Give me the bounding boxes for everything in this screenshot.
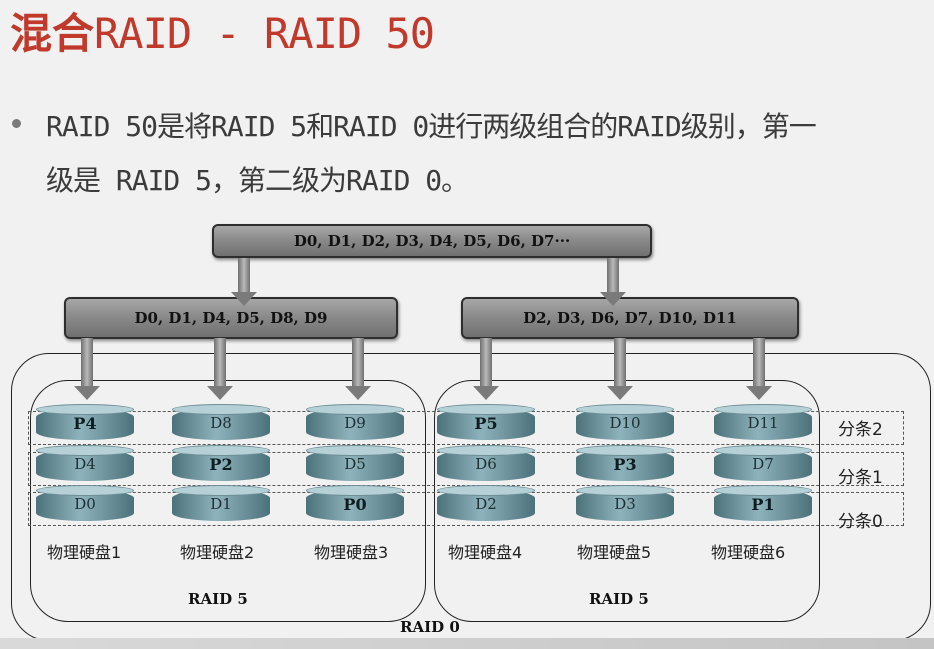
- disk-cell-label: P3: [613, 455, 637, 474]
- disk-cell-label: D7: [752, 455, 774, 473]
- arrow-to-disk-4: [473, 338, 499, 400]
- arrow-to-disk-6: [746, 338, 772, 400]
- stripe-0-label: 分条0: [838, 512, 883, 532]
- disk-cell-label: D8: [210, 414, 232, 432]
- disk-cell-label: D0: [74, 495, 96, 513]
- disk-cell-label: D2: [475, 495, 497, 513]
- disk-name-1: 物理硬盘1: [47, 543, 122, 562]
- disk-2-cell: D8: [172, 404, 270, 440]
- arrow-top-to-right: [600, 258, 626, 306]
- disk-1-cell: P4: [36, 404, 134, 440]
- page-title: 混合RAID - RAID 50: [10, 4, 435, 64]
- stripe-2-label: 分条2: [838, 420, 883, 440]
- disk-cell-label: D6: [475, 455, 497, 473]
- disk-cell-label: P5: [474, 414, 498, 433]
- disk-5-cell: D10: [576, 404, 674, 440]
- disk-cell-label: P0: [343, 495, 367, 514]
- disk-5-cell: P3: [576, 445, 674, 481]
- raid0-label: RAID 0: [400, 618, 460, 636]
- arrow-to-disk-5: [607, 338, 633, 400]
- raid5-group-left: [30, 380, 426, 622]
- disk-cell-label: D10: [609, 414, 641, 432]
- bullet-line-2: 级是 RAID 5，第二级为RAID 0。: [46, 164, 469, 197]
- disk-4-cell: P5: [437, 404, 535, 440]
- disk-name-5: 物理硬盘5: [577, 543, 652, 562]
- arrow-to-disk-3: [345, 338, 371, 400]
- arrow-top-to-left: [231, 258, 257, 306]
- raid5-group-right: [434, 380, 820, 622]
- bullet-text: RAID 50是将RAID 5和RAID 0进行两级组合的RAID级别，第一 级…: [46, 100, 916, 208]
- raid5-left-label: RAID 5: [188, 590, 248, 608]
- disk-name-6: 物理硬盘6: [711, 543, 786, 562]
- disk-4-cell: D2: [437, 485, 535, 521]
- disk-4-cell: D6: [437, 445, 535, 481]
- disk-2-cell: D1: [172, 485, 270, 521]
- title-english: RAID - RAID 50: [94, 9, 435, 58]
- disk-6-cell: D11: [714, 404, 812, 440]
- disk-cell-label: P2: [209, 455, 233, 474]
- bullet-line-1: RAID 50是将RAID 5和RAID 0进行两级组合的RAID级别，第一: [46, 110, 817, 143]
- right-data-box: D2, D3, D6, D7, D10, D11: [461, 297, 799, 339]
- slide-bottom-strip: [0, 638, 934, 649]
- arrow-to-disk-2: [207, 338, 233, 400]
- disk-cell-label: D3: [614, 495, 636, 513]
- disk-1-cell: D0: [36, 485, 134, 521]
- disk-1-cell: D4: [36, 445, 134, 481]
- disk-3-cell: P0: [306, 485, 404, 521]
- stripe-1-label: 分条1: [838, 468, 883, 488]
- top-data-box: D0, D1, D2, D3, D4, D5, D6, D7···: [212, 224, 652, 258]
- disk-cell-label: D11: [747, 414, 779, 432]
- disk-cell-label: P4: [73, 414, 97, 433]
- disk-2-cell: P2: [172, 445, 270, 481]
- disk-3-cell: D5: [306, 445, 404, 481]
- disk-3-cell: D9: [306, 404, 404, 440]
- disk-6-cell: D7: [714, 445, 812, 481]
- raid5-right-label: RAID 5: [589, 590, 649, 608]
- title-chinese: 混合: [10, 9, 95, 58]
- disk-5-cell: D3: [576, 485, 674, 521]
- disk-name-3: 物理硬盘3: [314, 543, 389, 562]
- disk-cell-label: D9: [344, 414, 366, 432]
- disk-6-cell: P1: [714, 485, 812, 521]
- disk-name-4: 物理硬盘4: [448, 543, 523, 562]
- disk-cell-label: D1: [210, 495, 232, 513]
- disk-cell-label: D5: [344, 455, 366, 473]
- bullet-dot-icon: [12, 119, 21, 128]
- arrow-to-disk-1: [74, 338, 100, 400]
- disk-cell-label: D4: [74, 455, 96, 473]
- disk-cell-label: P1: [751, 495, 775, 514]
- disk-name-2: 物理硬盘2: [180, 543, 255, 562]
